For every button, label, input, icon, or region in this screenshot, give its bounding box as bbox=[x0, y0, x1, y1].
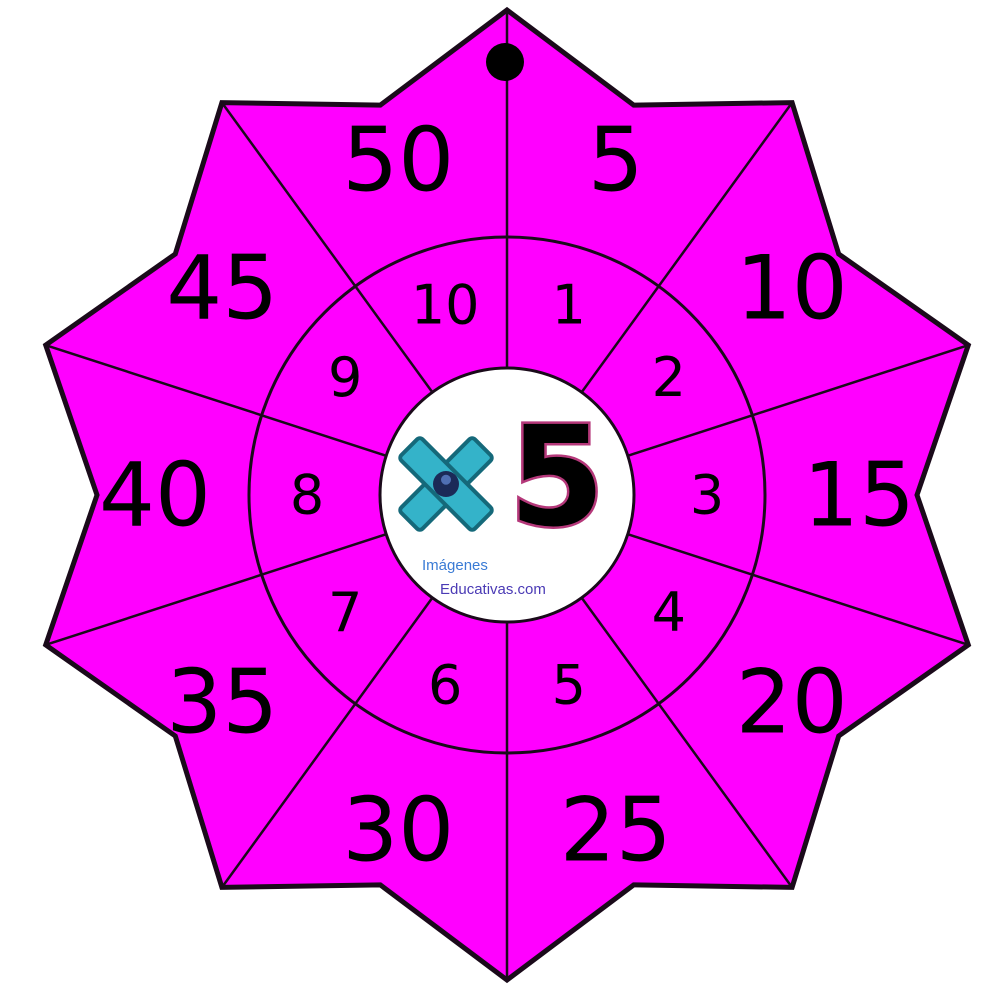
outer-product-50: 50 bbox=[342, 109, 454, 212]
outer-product-45: 45 bbox=[166, 237, 278, 340]
outer-product-40: 40 bbox=[99, 444, 211, 547]
multiplier-factor: 5 bbox=[509, 397, 605, 558]
outer-product-15: 15 bbox=[803, 444, 915, 547]
inner-multiplier-4: 4 bbox=[652, 581, 686, 644]
inner-multiplier-10: 10 bbox=[411, 273, 480, 336]
brand-text-line2: Educativas.com bbox=[440, 581, 546, 598]
inner-multiplier-2: 2 bbox=[652, 346, 686, 409]
inner-multiplier-1: 1 bbox=[552, 273, 586, 336]
inner-multiplier-5: 5 bbox=[552, 654, 586, 717]
inner-multiplier-8: 8 bbox=[290, 464, 324, 527]
outer-product-5: 5 bbox=[588, 109, 644, 212]
inner-multiplier-6: 6 bbox=[428, 654, 462, 717]
inner-multiplier-7: 7 bbox=[328, 581, 362, 644]
outer-product-10: 10 bbox=[736, 237, 848, 340]
outer-product-35: 35 bbox=[166, 650, 278, 753]
outer-product-20: 20 bbox=[736, 650, 848, 753]
outer-product-30: 30 bbox=[342, 778, 454, 881]
inner-multiplier-9: 9 bbox=[328, 346, 362, 409]
inner-multiplier-3: 3 bbox=[690, 464, 724, 527]
brand-text-line1: Imágenes bbox=[422, 557, 488, 574]
outer-product-25: 25 bbox=[560, 778, 672, 881]
hanging-hole-icon bbox=[486, 43, 524, 81]
